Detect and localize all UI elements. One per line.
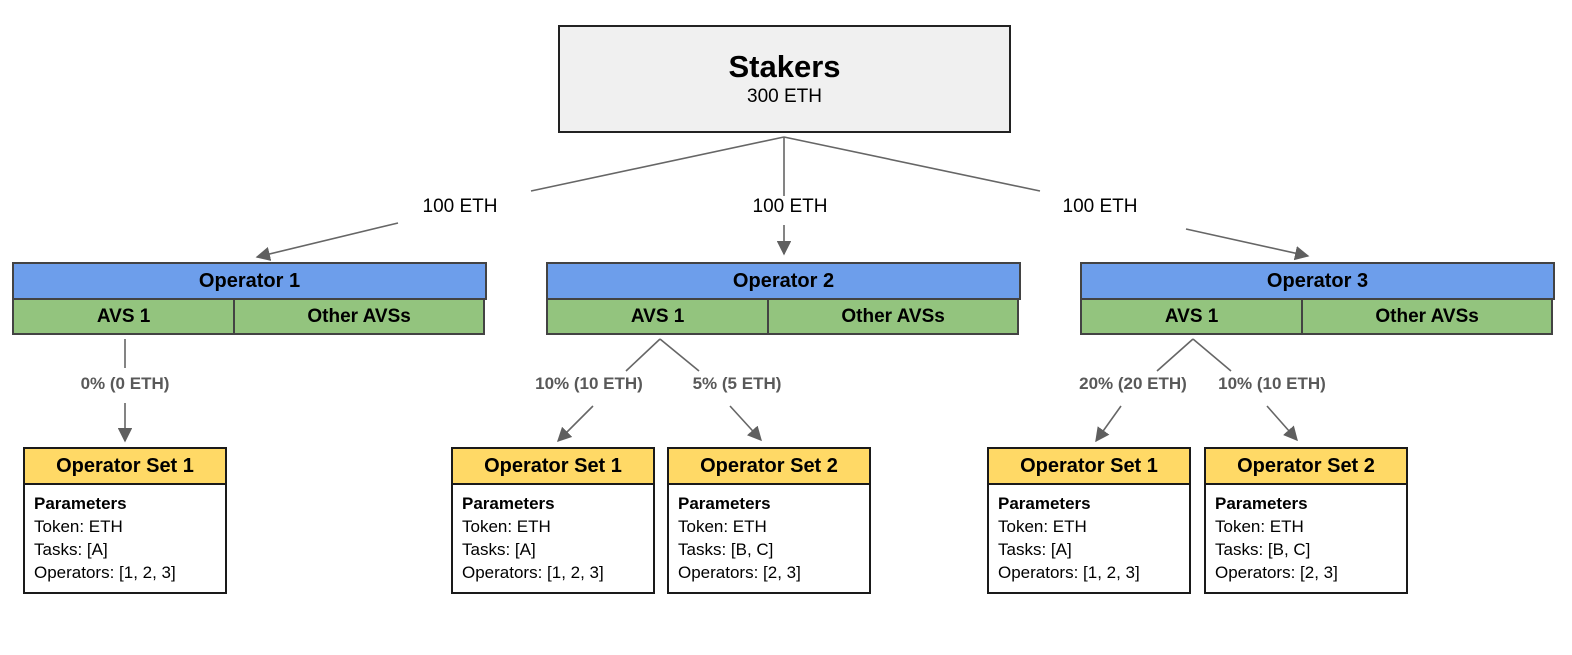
edge-stakers-op1-upper [530, 136, 785, 192]
operator-3-avs1-cell: AVS 1 [1080, 298, 1304, 335]
operator-1-set-1-box: Operator Set 1 Parameters Token: ETH Tas… [23, 447, 227, 594]
param-heading: Parameters [34, 494, 127, 513]
allocation-label-op1-set1: 0% (0 ETH) [80, 374, 170, 393]
param-tasks: Tasks: [A] [462, 540, 536, 559]
stakers-amount: 300 ETH [747, 85, 822, 107]
operator-2-bar: Operator 2 AVS 1 Other AVSs [546, 262, 1021, 335]
param-operators: Operators: [2, 3] [678, 563, 801, 582]
edge-op3-alloc1-upper [1156, 338, 1194, 372]
param-operators: Operators: [2, 3] [1215, 563, 1338, 582]
param-heading: Parameters [462, 494, 555, 513]
operator-2-avs-row: AVS 1 Other AVSs [546, 298, 1021, 335]
operator-set-params: Parameters Token: ETH Tasks: [B, C] Oper… [1204, 483, 1408, 594]
param-tasks: Tasks: [B, C] [678, 540, 774, 559]
param-heading: Parameters [998, 494, 1091, 513]
operator-2-header: Operator 2 [546, 262, 1021, 300]
operator-1-avs-row: AVS 1 Other AVSs [12, 298, 487, 335]
allocation-label-op3-set2: 10% (10 ETH) [1218, 374, 1326, 393]
operator-set-title: Operator Set 1 [23, 447, 227, 485]
operator-set-title: Operator Set 2 [667, 447, 871, 485]
param-token: Token: ETH [34, 517, 123, 536]
operator-1-bar: Operator 1 AVS 1 Other AVSs [12, 262, 487, 335]
operator-set-title: Operator Set 1 [987, 447, 1191, 485]
param-tasks: Tasks: [A] [998, 540, 1072, 559]
operator-3-set-2-box: Operator Set 2 Parameters Token: ETH Tas… [1204, 447, 1408, 594]
edge-op2-alloc2-upper [659, 338, 700, 372]
param-operators: Operators: [1, 2, 3] [34, 563, 176, 582]
param-tasks: Tasks: [A] [34, 540, 108, 559]
param-token: Token: ETH [998, 517, 1087, 536]
edge-stakers-op3-arrow [1185, 228, 1310, 261]
stake-edge-label-2: 100 ETH [752, 196, 828, 217]
stakers-title: Stakers [728, 48, 841, 84]
edge-op2-set2-arrow [729, 405, 762, 442]
param-heading: Parameters [1215, 494, 1308, 513]
edge-op3-set2-arrow [1266, 405, 1298, 442]
operator-3-header: Operator 3 [1080, 262, 1555, 300]
operator-1-other-avs-cell: Other AVSs [233, 298, 485, 335]
param-tasks: Tasks: [B, C] [1215, 540, 1311, 559]
operator-set-params: Parameters Token: ETH Tasks: [A] Operato… [987, 483, 1191, 594]
edge-op3-set1-arrow [1095, 405, 1122, 443]
stakers-box: Stakers 300 ETH [558, 25, 1011, 133]
param-token: Token: ETH [462, 517, 551, 536]
edge-stakers-op1-arrow [255, 222, 399, 261]
stake-edge-label-1: 100 ETH [422, 196, 498, 217]
operator-set-params: Parameters Token: ETH Tasks: [B, C] Oper… [667, 483, 871, 594]
operator-2-avs1-cell: AVS 1 [546, 298, 770, 335]
param-token: Token: ETH [1215, 517, 1304, 536]
operator-3-other-avs-cell: Other AVSs [1301, 298, 1553, 335]
param-token: Token: ETH [678, 517, 767, 536]
operator-2-set-1-box: Operator Set 1 Parameters Token: ETH Tas… [451, 447, 655, 594]
param-heading: Parameters [678, 494, 771, 513]
operator-3-bar: Operator 3 AVS 1 Other AVSs [1080, 262, 1555, 335]
operator-set-title: Operator Set 1 [451, 447, 655, 485]
allocation-label-op2-set1: 10% (10 ETH) [535, 374, 643, 393]
operator-set-title: Operator Set 2 [1204, 447, 1408, 485]
operator-set-params: Parameters Token: ETH Tasks: [A] Operato… [23, 483, 227, 594]
operator-2-other-avs-cell: Other AVSs [767, 298, 1019, 335]
operator-1-avs1-cell: AVS 1 [12, 298, 236, 335]
edge-stakers-op3-upper [783, 136, 1041, 192]
param-operators: Operators: [1, 2, 3] [998, 563, 1140, 582]
param-operators: Operators: [1, 2, 3] [462, 563, 604, 582]
allocation-label-op3-set1: 20% (20 ETH) [1079, 374, 1187, 393]
edge-op2-set1-arrow [556, 405, 594, 443]
stake-edge-label-3: 100 ETH [1062, 196, 1138, 217]
operator-3-set-1-box: Operator Set 1 Parameters Token: ETH Tas… [987, 447, 1191, 594]
operator-2-set-2-box: Operator Set 2 Parameters Token: ETH Tas… [667, 447, 871, 594]
edge-op3-alloc2-upper [1192, 338, 1232, 372]
edge-op2-alloc1-upper [625, 338, 661, 372]
operator-1-header: Operator 1 [12, 262, 487, 300]
allocation-label-op2-set2: 5% (5 ETH) [692, 374, 782, 393]
operator-set-params: Parameters Token: ETH Tasks: [A] Operato… [451, 483, 655, 594]
operator-3-avs-row: AVS 1 Other AVSs [1080, 298, 1555, 335]
